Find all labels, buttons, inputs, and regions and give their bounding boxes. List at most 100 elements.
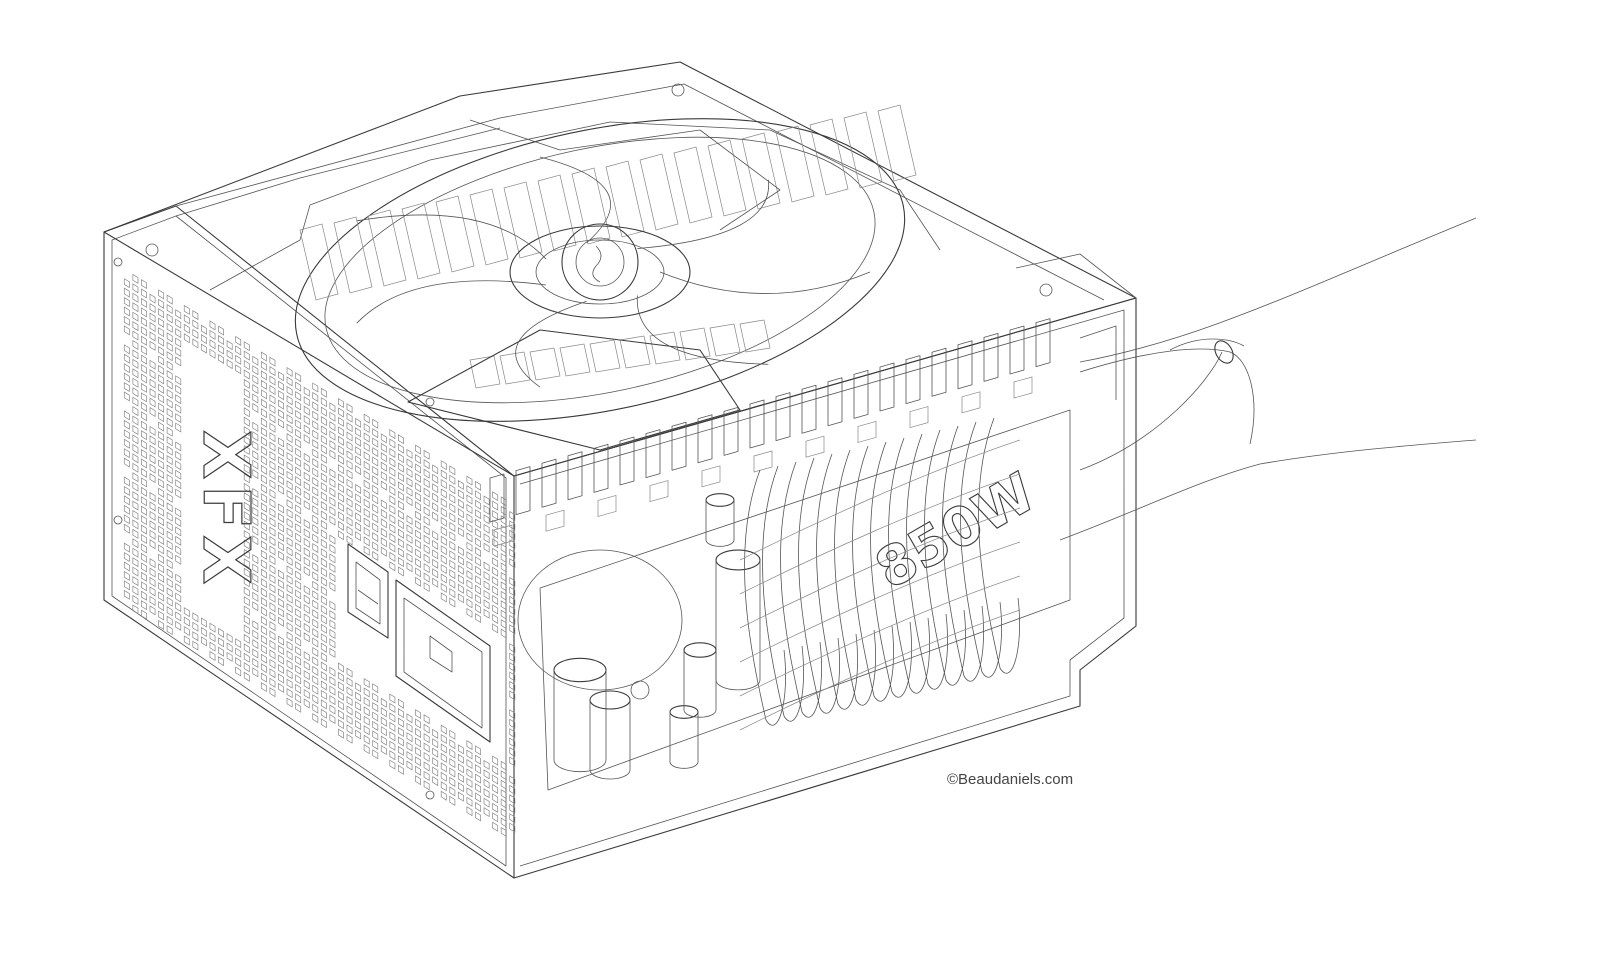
vent-hole — [509, 595, 516, 606]
vent-hole — [209, 348, 216, 359]
vent-hole — [415, 557, 421, 568]
grille-slat — [571, 167, 611, 245]
vent-hole — [149, 293, 156, 304]
vent-hole — [389, 457, 396, 468]
vent-hole — [295, 702, 302, 713]
vent-hole — [440, 573, 447, 584]
vent-hole — [141, 411, 147, 422]
vent-hole — [440, 535, 447, 546]
vent-hole — [406, 486, 413, 497]
vent-hole — [123, 485, 130, 496]
vent-hole — [457, 546, 464, 557]
vent-hole — [372, 418, 379, 429]
vent-hole — [329, 487, 336, 498]
vent-hole — [243, 567, 250, 578]
vent-hole — [295, 664, 302, 675]
vent-hole — [209, 320, 216, 331]
vent-hole — [466, 485, 473, 496]
vent-hole — [158, 601, 165, 612]
grille-slat — [401, 202, 441, 280]
vent-hole — [295, 400, 302, 411]
vent-hole — [432, 549, 439, 560]
vent-hole — [141, 364, 147, 375]
heatsink-fin — [593, 444, 609, 493]
vent-hole — [278, 531, 284, 542]
vent-hole — [141, 543, 147, 554]
vent-hole — [243, 501, 250, 512]
vent-hole — [158, 544, 165, 555]
vent-hole — [252, 554, 259, 565]
heatsink-fin — [645, 429, 661, 478]
vent-hole — [440, 752, 447, 763]
vent-hole — [260, 389, 267, 400]
heatsink-fin — [827, 377, 843, 427]
vent-hole — [509, 671, 516, 682]
vent-hole — [423, 468, 430, 479]
vent-hole — [123, 315, 130, 326]
vent-hole — [415, 454, 421, 465]
grille-slat — [739, 319, 771, 353]
vent-hole — [312, 476, 319, 487]
vent-hole — [492, 812, 499, 823]
vent-hole — [432, 568, 439, 579]
vent-hole — [355, 417, 362, 428]
vent-hole — [123, 391, 130, 402]
vent-hole — [286, 659, 293, 670]
heatsink-fin — [931, 347, 947, 397]
vent-hole — [483, 797, 490, 808]
vent-hole — [329, 581, 336, 592]
vent-hole — [389, 702, 396, 713]
vent-hole — [475, 490, 481, 501]
vent-hole — [269, 394, 276, 405]
vent-hole — [286, 546, 293, 557]
vent-hole — [389, 485, 396, 496]
vent-hole — [269, 488, 276, 499]
vent-hole — [158, 346, 165, 357]
vent-hole — [175, 611, 182, 622]
vent-hole — [432, 728, 439, 739]
vent-hole — [260, 653, 267, 664]
vent-hole — [149, 454, 156, 465]
vent-hole — [415, 472, 421, 483]
vent-hole — [243, 360, 250, 371]
vent-hole — [440, 724, 447, 735]
vent-hole — [423, 525, 430, 536]
vent-hole — [260, 408, 267, 419]
vent-hole — [509, 614, 516, 625]
vent-hole — [166, 398, 173, 409]
vent-hole — [303, 396, 310, 407]
vent-hole — [415, 718, 421, 729]
vent-hole — [509, 577, 516, 588]
vent-hole — [406, 533, 413, 544]
vent-hole — [312, 486, 319, 497]
vent-hole — [303, 386, 310, 397]
vent-hole — [320, 680, 327, 691]
vent-hole — [243, 482, 250, 493]
heatsink-fin — [1035, 318, 1051, 367]
vent-hole — [252, 487, 259, 498]
vent-hole — [123, 561, 130, 572]
vent-hole — [149, 312, 156, 323]
vent-hole — [123, 495, 130, 506]
vent-hole — [132, 519, 139, 530]
heatsink-tab — [493, 524, 513, 547]
vent-hole — [509, 728, 516, 739]
vent-hole — [252, 657, 259, 668]
vent-hole — [509, 775, 516, 786]
vent-hole — [243, 463, 250, 474]
vent-hole — [123, 580, 130, 591]
vent-hole — [243, 577, 250, 588]
vent-hole — [192, 319, 199, 330]
vent-hole — [303, 537, 310, 548]
grille-slat — [809, 118, 849, 196]
vent-hole — [509, 794, 516, 805]
vent-hole — [235, 666, 242, 677]
vent-hole — [475, 801, 481, 812]
vent-hole — [320, 472, 327, 483]
vent-hole — [295, 372, 302, 383]
vent-hole — [363, 536, 370, 547]
heatsink-fin — [723, 407, 739, 456]
svg-text:XFX: XFX — [188, 430, 262, 590]
grille-slat — [529, 347, 561, 381]
vent-hole — [500, 798, 507, 809]
